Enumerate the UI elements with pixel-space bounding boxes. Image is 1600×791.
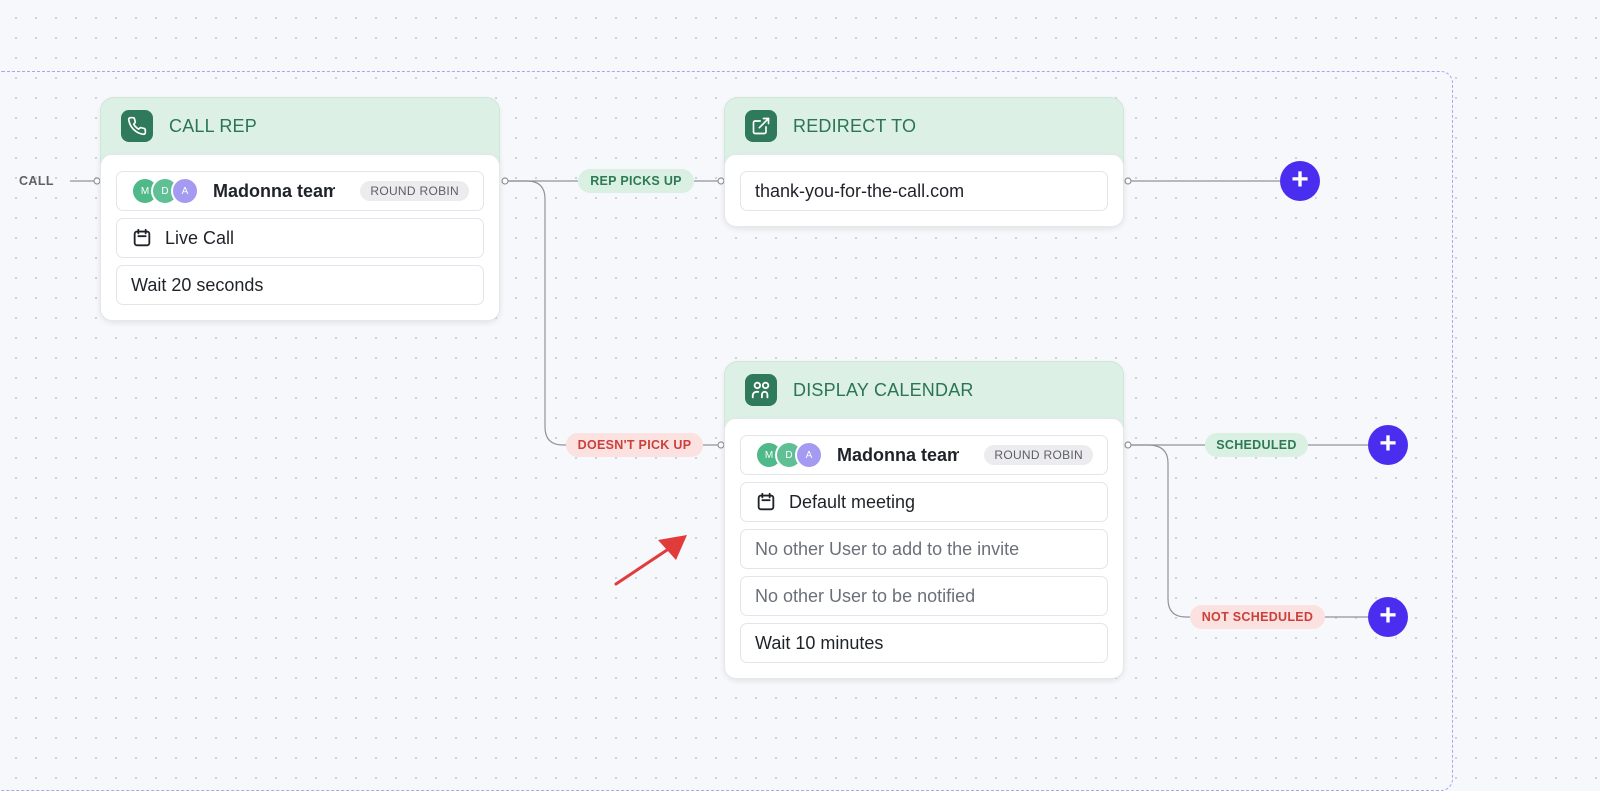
display-calendar-title: DISPLAY CALENDAR [793, 379, 974, 400]
calendar-team-row[interactable]: M D A Madonna team ROUND ROBIN [740, 435, 1108, 475]
display-calendar-header[interactable]: DISPLAY CALENDAR [725, 362, 1123, 418]
round-robin-badge: ROUND ROBIN [360, 181, 469, 201]
round-robin-badge: ROUND ROBIN [984, 445, 1093, 465]
wait-label: Wait 10 minutes [755, 632, 884, 653]
calendar-icon [755, 491, 777, 513]
call-rep-node[interactable]: CALL REP M D A Madonna team ROUND ROBIN … [100, 97, 500, 321]
redirect-url-row[interactable]: thank-you-for-the-call.com [740, 171, 1108, 211]
not-scheduled-pill: NOT SCHEDULED [1190, 605, 1325, 629]
calendar-users-icon [745, 374, 777, 406]
external-link-icon [745, 110, 777, 142]
redirect-url: thank-you-for-the-call.com [755, 180, 965, 201]
call-rep-header[interactable]: CALL REP [101, 98, 499, 154]
redirect-body: thank-you-for-the-call.com [724, 154, 1124, 227]
display-calendar-node[interactable]: DISPLAY CALENDAR M D A Madonna team ROUN… [724, 361, 1124, 679]
plus-icon: + [1291, 163, 1309, 196]
team-avatars: M D A [755, 441, 823, 469]
plus-icon: + [1379, 427, 1397, 460]
calendar-notify-row[interactable]: No other User to be notified [740, 576, 1108, 616]
call-rep-body: M D A Madonna team ROUND ROBIN Live Call… [100, 154, 500, 321]
event-label: Live Call [165, 227, 235, 248]
calendar-wait-row[interactable]: Wait 10 minutes [740, 623, 1108, 663]
notify-label: No other User to be notified [755, 585, 976, 606]
team-name: Madonna team [837, 444, 959, 465]
incoming-edge-label: CALL [19, 174, 54, 188]
call-rep-wait-row[interactable]: Wait 20 seconds [116, 265, 484, 305]
call-rep-event-row[interactable]: Live Call [116, 218, 484, 258]
add-step-button-not-scheduled[interactable]: + [1368, 597, 1408, 637]
calendar-invite-row[interactable]: No other User to add to the invite [740, 529, 1108, 569]
redirect-title: REDIRECT TO [793, 115, 917, 136]
add-step-button-scheduled[interactable]: + [1368, 425, 1408, 465]
wait-label: Wait 20 seconds [131, 274, 264, 295]
avatar: A [795, 441, 823, 469]
add-step-button-redirect[interactable]: + [1280, 161, 1320, 201]
redirect-header[interactable]: REDIRECT TO [725, 98, 1123, 154]
annotation-arrow-icon [614, 535, 687, 586]
call-rep-title: CALL REP [169, 115, 257, 136]
redirect-node[interactable]: REDIRECT TO thank-you-for-the-call.com [724, 97, 1124, 227]
calendar-icon [131, 227, 153, 249]
invite-label: No other User to add to the invite [755, 538, 1020, 559]
rep-picks-up-pill: REP PICKS UP [578, 169, 694, 193]
phone-icon [121, 110, 153, 142]
doesnt-pick-up-pill: DOESN'T PICK UP [566, 433, 703, 457]
avatar: A [171, 177, 199, 205]
calendar-meeting-row[interactable]: Default meeting [740, 482, 1108, 522]
plus-icon: + [1379, 599, 1397, 632]
scheduled-pill: SCHEDULED [1205, 433, 1308, 457]
team-name: Madonna team [213, 180, 335, 201]
team-avatars: M D A [131, 177, 199, 205]
meeting-label: Default meeting [789, 491, 916, 512]
display-calendar-body: M D A Madonna team ROUND ROBIN Default m… [724, 418, 1124, 679]
call-rep-team-row[interactable]: M D A Madonna team ROUND ROBIN [116, 171, 484, 211]
